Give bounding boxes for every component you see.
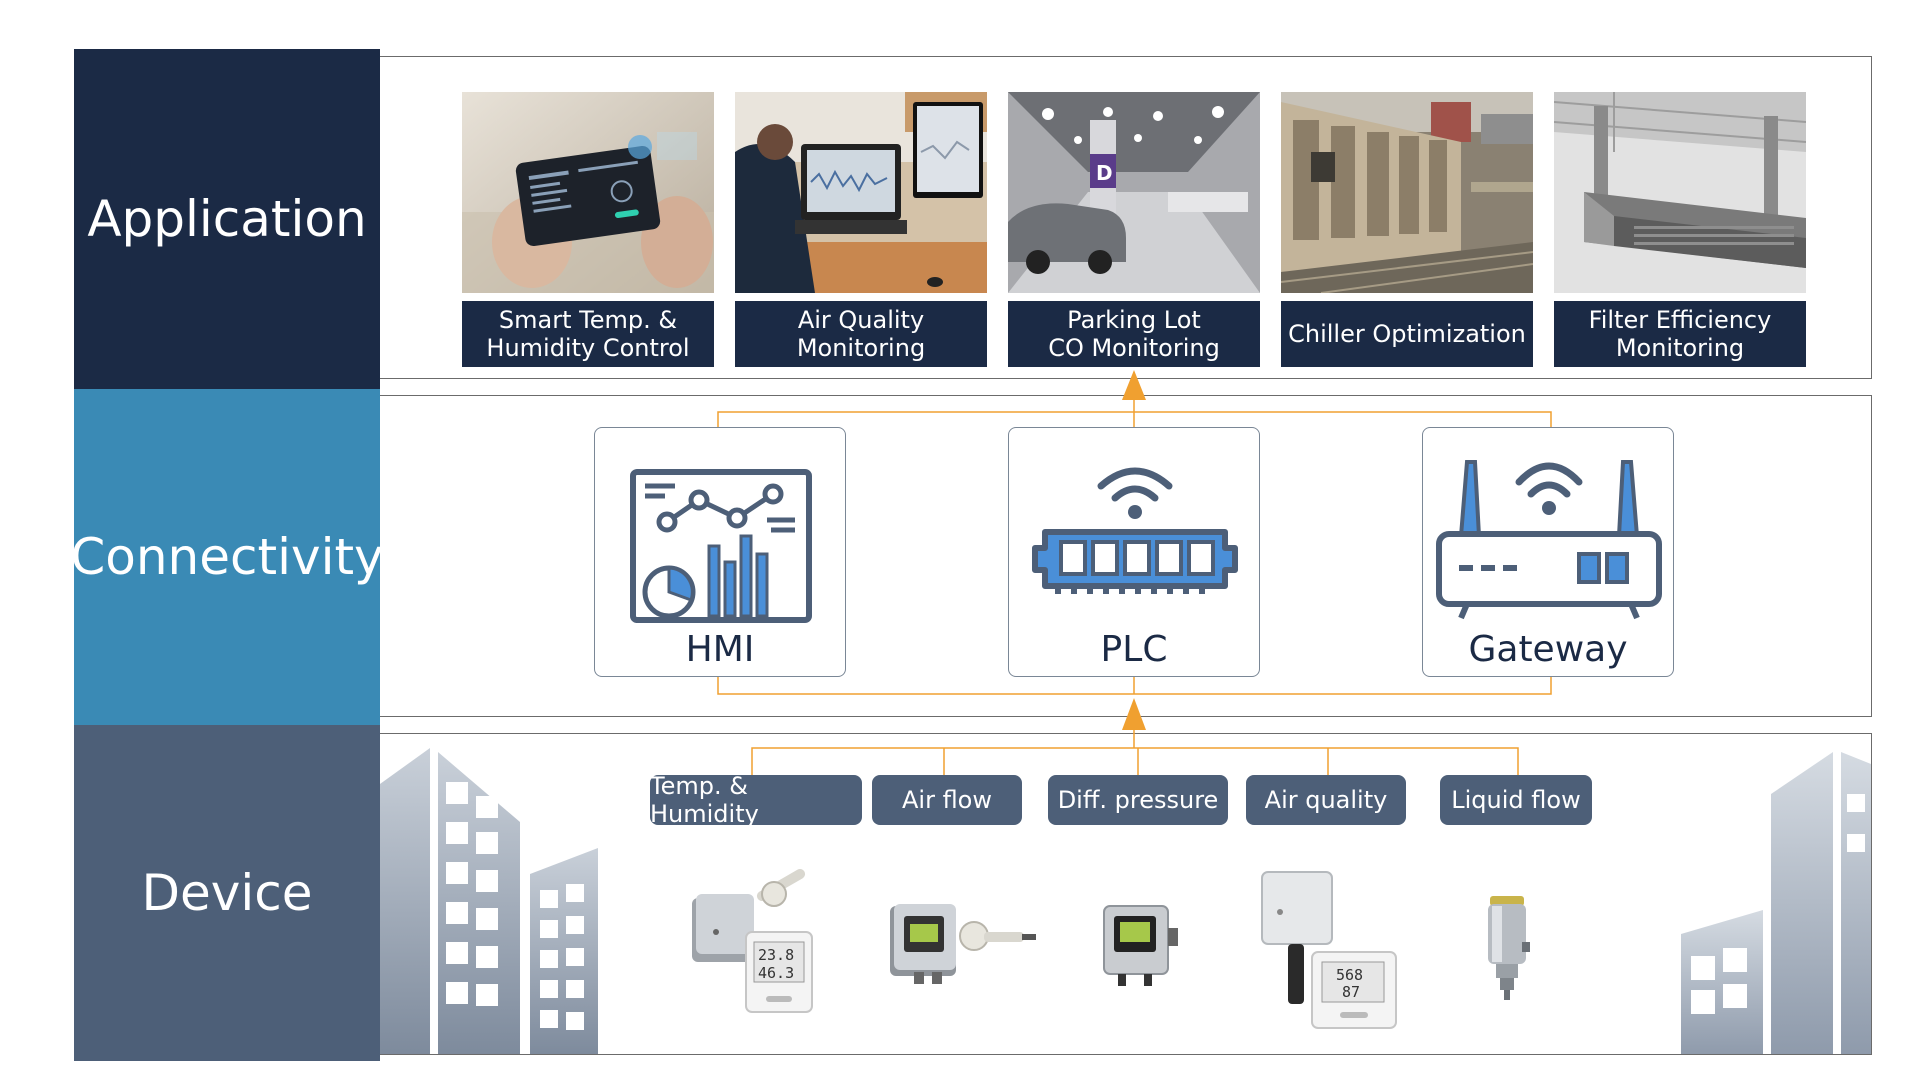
device-pill-temp-humidity: Temp. & Humidity [650,772,862,828]
app-caption: Air Quality Monitoring [735,301,987,367]
router-icon [1436,460,1662,620]
air-flow-sensor-image [888,900,1038,990]
liquid-flow-sensor-image [1482,892,1532,1002]
chiller-units-photo [1281,92,1533,293]
connectivity-layer-label: Connectivity [70,389,384,725]
gateway-label: Gateway [1468,629,1628,670]
app-card-air-quality: Air Quality Monitoring [735,92,987,367]
tablet-hand-photo [462,92,714,293]
device-pill-air-flow: Air flow [872,775,1022,825]
parking-garage-photo: D [1008,92,1260,293]
app-caption: Smart Temp. & Humidity Control [462,301,714,367]
hmi-box: HMI [594,427,846,677]
humidity-reading: 46.3 [758,964,794,982]
plc-box: PLC [1008,427,1260,677]
temp-reading: 23.8 [758,946,794,964]
air-duct-photo [1554,92,1806,293]
co2-reading: 568 [1336,966,1363,984]
connectivity-layer-text: Connectivity [70,528,384,586]
app-card-temp-humidity: Smart Temp. & Humidity Control [462,92,714,367]
app-card-filter: Filter Efficiency Monitoring [1554,92,1806,367]
svg-text:D: D [1096,161,1113,185]
app-caption: Parking Lot CO Monitoring [1008,301,1260,367]
diff-pressure-sensor-image [1100,902,1180,988]
gateway-box: Gateway [1422,427,1674,677]
device-layer-label: Device [74,725,380,1061]
plc-module-icon [1032,467,1238,594]
device-pill-air-quality: Air quality [1246,775,1406,825]
air-quality-sensor-image: 568 87 [1258,868,1408,1034]
app-card-parking-lot: D Parking Lot CO Monitoring [1008,92,1260,367]
dashboard-chart-icon [630,469,812,623]
app-card-chiller: Chiller Optimization [1281,92,1533,367]
building-right-icon [1681,752,1871,1054]
person-computer-photo [735,92,987,293]
device-pill-diff-pressure: Diff. pressure [1048,775,1228,825]
device-pill-liquid-flow: Liquid flow [1440,775,1592,825]
aq-reading: 87 [1342,983,1360,1001]
app-caption: Filter Efficiency Monitoring [1554,301,1806,367]
plc-label: PLC [1100,629,1168,670]
building-left-icon [380,748,598,1054]
device-layer-text: Device [141,864,313,922]
temp-humidity-sensor-image: 23.8 46.3 [686,858,826,1018]
application-layer-text: Application [87,190,367,248]
application-layer-label: Application [74,49,380,389]
hmi-label: HMI [685,629,755,670]
app-caption: Chiller Optimization [1281,301,1533,367]
